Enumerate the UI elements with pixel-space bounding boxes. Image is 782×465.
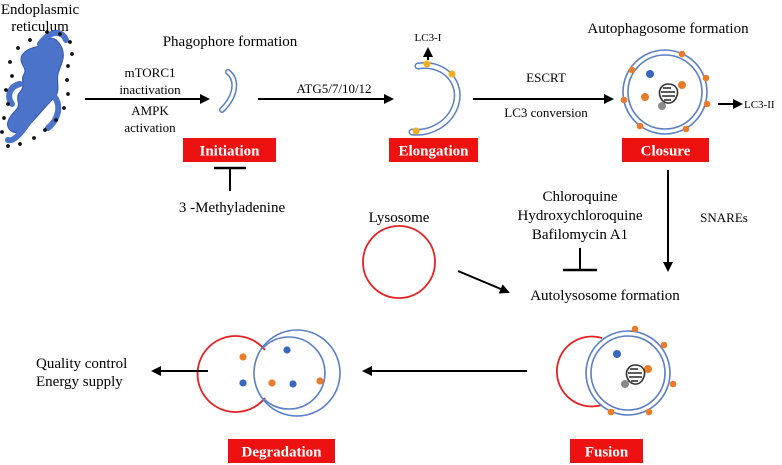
ampk-label: AMPK bbox=[131, 103, 169, 118]
degrading-autolysosome-icon bbox=[196, 329, 341, 417]
er-label-line1: Endoplasmic bbox=[1, 2, 80, 18]
fusion-stage-box bbox=[570, 439, 643, 463]
snares-label: SNAREs bbox=[700, 210, 748, 225]
elongating-membrane-icon bbox=[408, 60, 461, 136]
lysosome-arrow bbox=[457, 270, 510, 294]
hydroxychloroquine-label: Hydroxychloroquine bbox=[518, 208, 643, 224]
quality-control-label: Quality control bbox=[36, 356, 127, 372]
mtorc1-inactivation-label: inactivation bbox=[119, 82, 181, 97]
lc3-conversion-label: LC3 conversion bbox=[504, 105, 588, 120]
mtorc1-label: mTORC1 bbox=[124, 65, 175, 80]
initiation-stage-box bbox=[183, 138, 276, 162]
elongation-stage-box bbox=[389, 138, 478, 162]
methyladenine-label: 3 -Methyladenine bbox=[179, 200, 286, 216]
fusion-inhibition-icon bbox=[563, 248, 597, 272]
autolysosome-formation-label: Autolysosome formation bbox=[530, 288, 680, 304]
ampk-activation-label: activation bbox=[124, 120, 176, 135]
chloroquine-label: Chloroquine bbox=[543, 189, 618, 205]
closure-label: Closure bbox=[641, 144, 691, 160]
bafilomycin-label: Bafilomycin A1 bbox=[532, 227, 628, 243]
lc3-ii-label: LC3-II bbox=[744, 99, 775, 111]
lc3-i-label: LC3-I bbox=[415, 32, 442, 44]
lysosome-icon bbox=[362, 225, 436, 299]
phagophore-icon bbox=[219, 69, 238, 113]
degradation-stage-box bbox=[228, 439, 335, 463]
initiation-label: Initiation bbox=[199, 144, 260, 160]
lysosome-label: Lysosome bbox=[369, 210, 430, 226]
autophagosome-formation-label: Autophagosome formation bbox=[587, 21, 749, 37]
autophagosome-icon bbox=[620, 49, 711, 135]
elongation-label: Elongation bbox=[398, 144, 469, 160]
closure-stage-box bbox=[622, 138, 709, 162]
methyladenine-inhibition-icon bbox=[214, 166, 246, 191]
energy-supply-label: Energy supply bbox=[36, 374, 123, 390]
degradation-label: Degradation bbox=[242, 445, 323, 461]
escrt-label: ESCRT bbox=[526, 70, 566, 85]
fusion-label: Fusion bbox=[585, 445, 629, 461]
phagophore-formation-label: Phagophore formation bbox=[163, 34, 298, 50]
endoplasmic-reticulum-icon bbox=[0, 30, 74, 148]
atg-label: ATG5/7/10/12 bbox=[296, 81, 371, 96]
fusing-autolysosome-icon bbox=[556, 325, 677, 416]
